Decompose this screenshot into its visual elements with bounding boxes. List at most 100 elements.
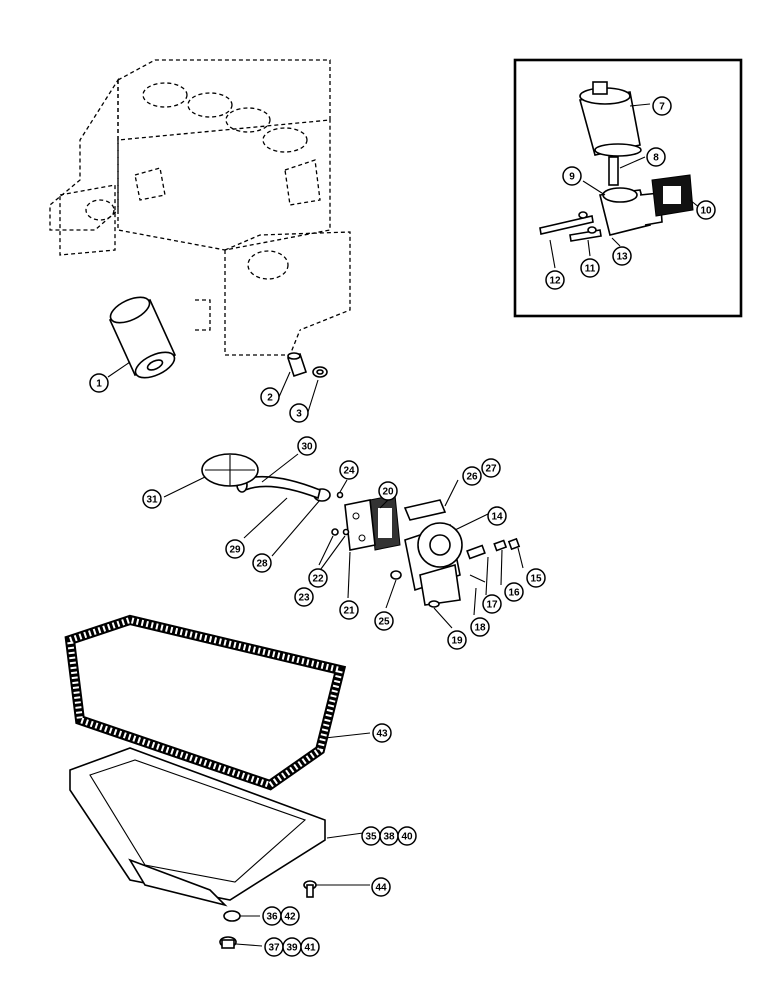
callout-30: 30 xyxy=(297,436,317,456)
callout-31: 31 xyxy=(142,489,162,509)
callout-number: 41 xyxy=(304,943,316,954)
callout-circle xyxy=(374,611,394,631)
callout-number: 23 xyxy=(298,593,310,604)
callout-number: 16 xyxy=(508,588,520,599)
callout-circle xyxy=(652,96,672,116)
callout-number: 18 xyxy=(474,623,486,634)
callout-17: 17 xyxy=(482,594,502,614)
callout-circle xyxy=(378,481,398,501)
callout-2: 2 xyxy=(260,387,280,407)
callout-number: 20 xyxy=(382,487,394,498)
callout-circle xyxy=(580,258,600,278)
callout-circle xyxy=(487,506,507,526)
callout-number: 3 xyxy=(296,409,302,420)
callout-number: 9 xyxy=(569,172,575,183)
callout-number: 14 xyxy=(491,512,503,523)
callout-43: 43 xyxy=(372,723,392,743)
callout-12: 12 xyxy=(545,270,565,290)
callout-8: 8 xyxy=(646,147,666,167)
callout-number: 1 xyxy=(96,379,102,390)
callout-circle xyxy=(339,600,359,620)
callout-number: 25 xyxy=(378,617,390,628)
callout-number: 19 xyxy=(451,636,463,647)
callout-number: 40 xyxy=(401,832,413,843)
callout-circle xyxy=(462,466,482,486)
callout-number: 11 xyxy=(585,264,596,275)
screw-22 xyxy=(331,528,339,536)
relief-valve-parts xyxy=(466,537,521,560)
callout-19: 19 xyxy=(447,630,467,650)
shim-plate xyxy=(403,499,447,521)
o-ring-25 xyxy=(390,570,402,580)
head-bolts xyxy=(539,211,602,242)
callout-circle xyxy=(371,877,391,897)
oil-screen xyxy=(201,453,259,487)
callout-7: 7 xyxy=(652,96,672,116)
callout-circle xyxy=(397,826,417,846)
pump-cover-plate xyxy=(344,499,376,551)
screw-23 xyxy=(342,528,350,536)
callout-circle xyxy=(252,553,272,573)
callout-number: 26 xyxy=(466,472,478,483)
callout-number: 37 xyxy=(268,943,280,954)
callout-36: 36 xyxy=(262,906,282,926)
callout-circle xyxy=(526,568,546,588)
pan-bolt xyxy=(303,880,317,898)
callout-14: 14 xyxy=(487,506,507,526)
callout-circle xyxy=(260,387,280,407)
callout-circle xyxy=(339,460,359,480)
callout-circle xyxy=(696,200,716,220)
filter-inset-box xyxy=(513,58,743,318)
callout-25: 25 xyxy=(374,611,394,631)
callout-13: 13 xyxy=(612,246,632,266)
oil-pump xyxy=(404,522,463,606)
callout-number: 35 xyxy=(365,832,377,843)
callout-number: 43 xyxy=(376,729,388,740)
callout-number: 27 xyxy=(485,464,497,475)
callout-circle xyxy=(447,630,467,650)
callout-24: 24 xyxy=(339,460,359,480)
drain-washer xyxy=(223,910,241,922)
callout-number: 10 xyxy=(700,206,712,217)
callout-labels: 1237891011121314151617181920212223242526… xyxy=(89,96,716,957)
screw-24 xyxy=(336,491,344,499)
callout-number: 30 xyxy=(301,442,313,453)
callout-circle xyxy=(280,906,300,926)
callout-41: 41 xyxy=(300,937,320,957)
pump-cover-gasket xyxy=(369,494,401,551)
callout-26: 26 xyxy=(462,466,482,486)
callout-10: 10 xyxy=(696,200,716,220)
callout-number: 12 xyxy=(549,276,561,287)
pump-ball xyxy=(428,600,440,608)
filter-element xyxy=(578,81,642,157)
callout-circle xyxy=(297,436,317,456)
fitting-part xyxy=(286,352,308,378)
callout-38: 38 xyxy=(379,826,399,846)
callout-circle xyxy=(646,147,666,167)
callout-circle xyxy=(225,539,245,559)
callout-circle xyxy=(612,246,632,266)
callout-28: 28 xyxy=(252,553,272,573)
callout-number: 44 xyxy=(375,883,387,894)
callout-number: 17 xyxy=(486,600,498,611)
callout-42: 42 xyxy=(280,906,300,926)
callout-circle xyxy=(294,587,314,607)
callout-number: 42 xyxy=(284,912,296,923)
callout-circle xyxy=(504,582,524,602)
callout-15: 15 xyxy=(526,568,546,588)
callout-circle xyxy=(562,166,582,186)
nut-part xyxy=(312,366,328,378)
callout-1: 1 xyxy=(89,373,109,393)
callout-44: 44 xyxy=(371,877,391,897)
callout-20: 20 xyxy=(378,481,398,501)
callout-39: 39 xyxy=(282,937,302,957)
callout-number: 28 xyxy=(256,559,268,570)
callout-11: 11 xyxy=(580,258,600,278)
oil-pan-gasket xyxy=(64,614,347,791)
callout-number: 8 xyxy=(653,153,659,164)
callout-3: 3 xyxy=(289,403,309,423)
callout-16: 16 xyxy=(504,582,524,602)
callout-number: 13 xyxy=(616,252,628,263)
callout-circle xyxy=(89,373,109,393)
